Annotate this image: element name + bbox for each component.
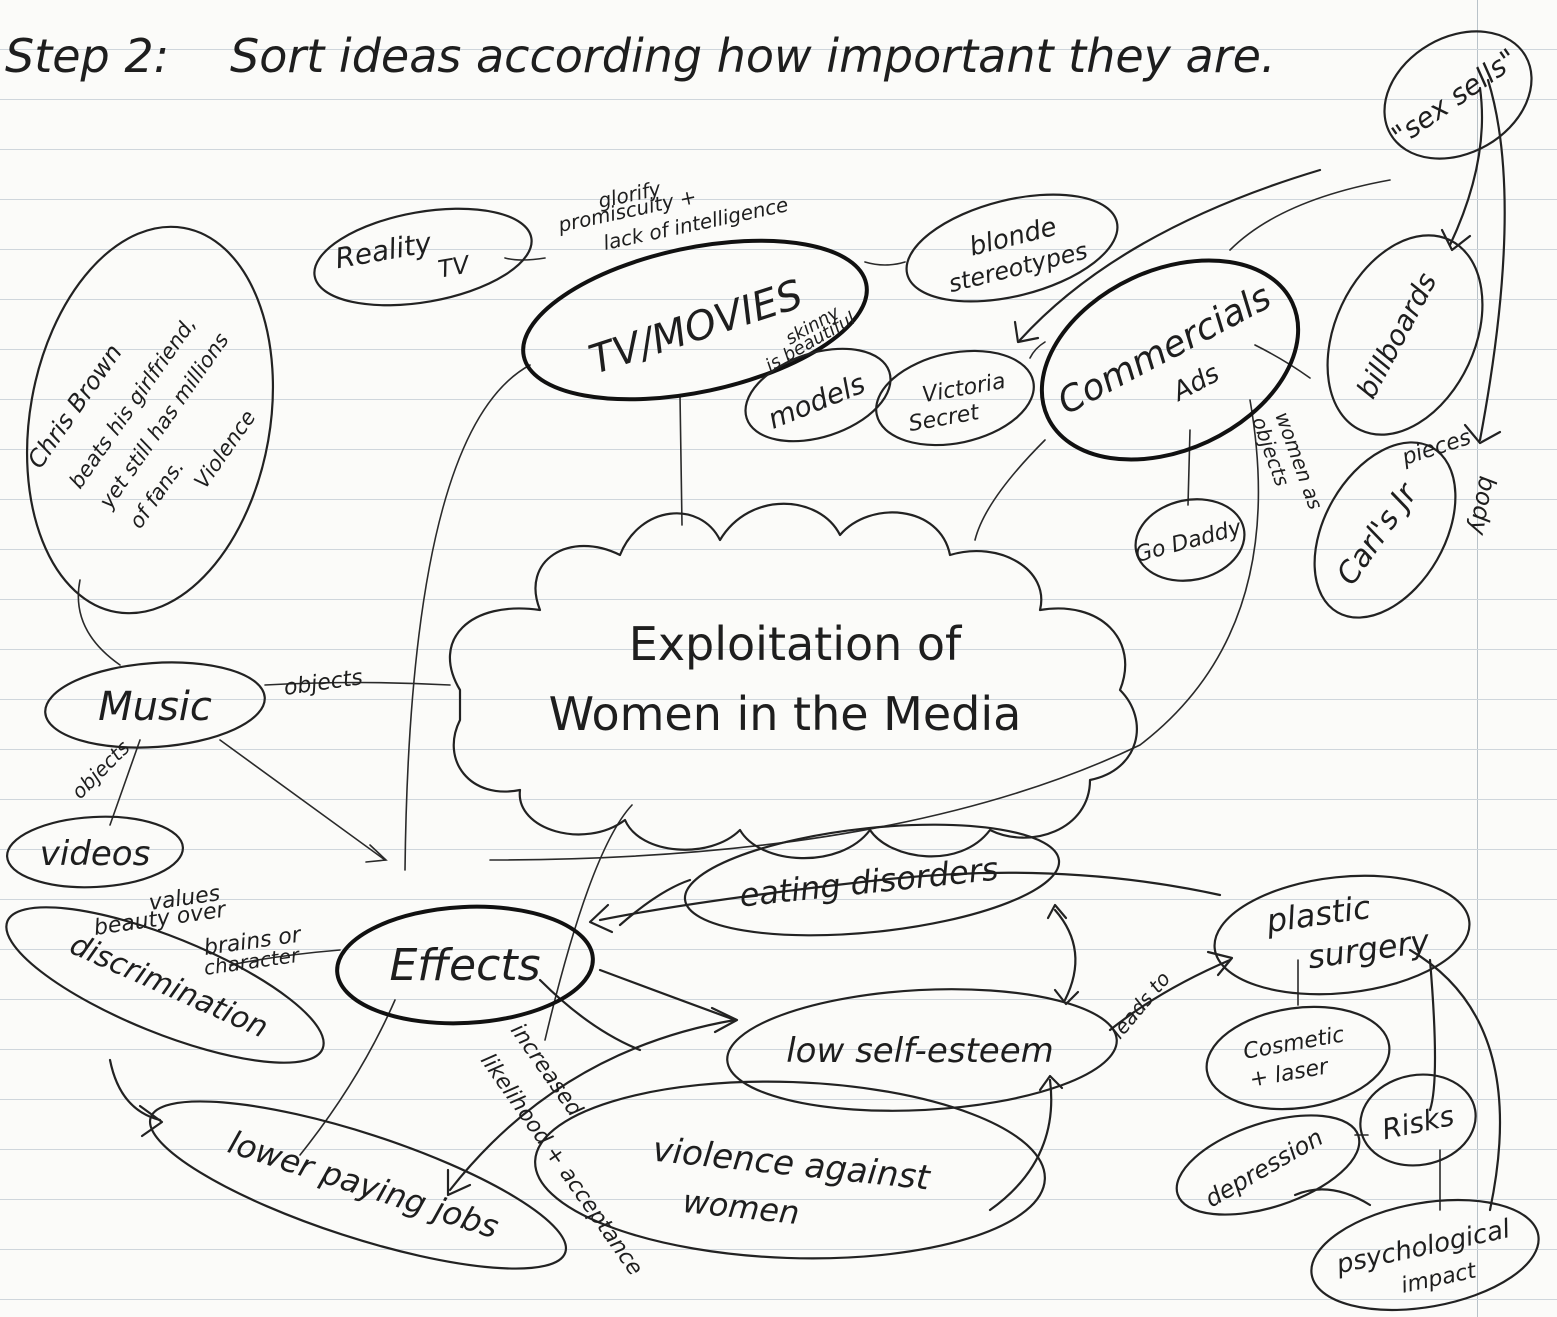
arrow-head-violence	[1038, 1074, 1064, 1092]
eating-disorders-label: eating disorders	[738, 850, 1000, 915]
effects-oval	[335, 904, 595, 1026]
line-surgery-risks	[1428, 958, 1437, 1112]
heading-instruction: Sort ideas according how important they …	[230, 29, 1276, 83]
billboards-oval	[1326, 234, 1484, 436]
line-chris-music	[77, 579, 121, 666]
line-music-effects	[219, 739, 386, 861]
tv-movies-oval	[521, 238, 869, 402]
arrow-psych-depression	[1293, 1188, 1372, 1207]
violence-against-line2: women	[681, 1182, 801, 1232]
arrow-head-eating-up	[1046, 903, 1068, 920]
connector-lines	[77, 78, 1506, 1212]
chris-brown-oval	[25, 225, 275, 615]
line-ads-center	[974, 439, 1046, 541]
arrow-sexsells-victoria	[1018, 168, 1322, 342]
carls-jr-oval	[1313, 441, 1457, 619]
arrow-head-billboards	[1440, 228, 1472, 252]
victoria-line2: Secret	[907, 400, 982, 437]
arrow-violence-selfesteem	[988, 1078, 1053, 1212]
arrow-selfesteem-surgery	[1108, 958, 1232, 1032]
blonde-oval	[905, 193, 1119, 303]
arrow-head-eating-down	[1053, 988, 1080, 1006]
pieces-label: pieces	[1398, 425, 1474, 471]
line-ads-billboards	[1254, 344, 1311, 379]
risks-oval	[1359, 1073, 1477, 1167]
arrow-head-victoria	[1013, 320, 1040, 344]
commercials-line1: Commercials	[1051, 277, 1278, 423]
objects-music-label: objects	[282, 665, 364, 701]
go-daddy-label: Go Daddy	[1132, 515, 1245, 568]
cosmetic-line1: Cosmetic	[1241, 1022, 1346, 1064]
reality-tv-line1: Reality	[333, 226, 435, 275]
chris-line1: Chris Brown	[22, 339, 128, 473]
line-surgery-psych	[1408, 948, 1501, 1212]
arrow-eating-selfesteem	[1053, 908, 1077, 1002]
line-tv-blonde	[864, 261, 906, 266]
commercials-oval	[1039, 258, 1301, 462]
line-music-center	[264, 681, 451, 686]
line-effects-eating	[618, 878, 692, 927]
carls-jr-label: Carl's Jr	[1330, 476, 1425, 591]
line-tv-effects	[404, 364, 531, 871]
discrimination-oval	[5, 906, 325, 1064]
line-ads-godaddy	[1187, 429, 1191, 506]
arrow-selfesteem-jobs	[448, 1018, 737, 1192]
line-effects-jobs	[299, 999, 396, 1156]
sex-sells-oval	[1383, 30, 1533, 160]
eating-disorders-oval	[683, 823, 1061, 937]
line-values-effects	[229, 949, 341, 966]
go-daddy-oval	[1134, 498, 1246, 582]
psychological-oval	[1310, 1198, 1540, 1312]
node-outlines	[5, 30, 1540, 1312]
line-tv-center	[679, 394, 683, 526]
plastic-surgery-oval	[1213, 874, 1471, 996]
videos-label: videos	[40, 834, 151, 874]
low-self-esteem-oval	[726, 988, 1118, 1112]
line-ads-effects	[489, 399, 1260, 861]
music-label: Music	[98, 684, 212, 730]
arrow-head-selfesteem	[710, 1006, 739, 1034]
videos-oval	[6, 815, 184, 889]
body-label: body	[1464, 474, 1502, 538]
line-music-videos	[109, 739, 141, 826]
risks-label: Risks	[1379, 1099, 1457, 1146]
arrow-head-discrimination	[138, 1104, 164, 1138]
line-sexsells-ads	[1229, 179, 1391, 251]
arrow-head-music-effects	[365, 844, 388, 863]
line-effects-violence	[538, 978, 642, 1052]
arrow-surgery-effects	[598, 871, 1222, 922]
billboards-label: billboards	[1350, 267, 1443, 403]
arrow-discrimination-jobs	[108, 1058, 162, 1122]
line-ads-victoria	[1029, 341, 1046, 359]
violence-against-oval	[534, 1080, 1046, 1260]
arrow-effects-selfesteem	[598, 968, 737, 1022]
depression-oval	[1175, 1114, 1361, 1216]
sex-sells-label: "sex sells"	[1386, 42, 1524, 152]
cosmetic-oval	[1205, 1005, 1391, 1111]
reality-tv-line2: TV	[436, 250, 473, 283]
chris-line5: Violence	[189, 406, 260, 493]
central-topic-line1: Exploitation of	[629, 617, 963, 671]
models-oval	[744, 347, 892, 443]
depression-label: depression	[1200, 1123, 1328, 1213]
effects-label: Effects	[390, 940, 541, 991]
low-self-esteem-label: low self-esteem	[786, 1031, 1054, 1071]
arrow-sexsells-billboards	[1448, 86, 1484, 247]
central-topic-line2: Women in the Media	[549, 687, 1022, 741]
arrow-head-jobs	[446, 1168, 472, 1197]
central-cloud	[448, 502, 1138, 860]
arrow-head-carls	[1463, 423, 1502, 445]
reality-tv-oval	[313, 207, 533, 307]
lower-paying-label: lower paying jobs	[224, 1123, 504, 1246]
leads-to-label: leads to	[1105, 967, 1175, 1043]
heading-step: Step 2:	[5, 29, 169, 83]
arrow-sexsells-carls	[1478, 78, 1506, 442]
victoria-oval	[875, 349, 1035, 447]
lower-paying-oval	[148, 1100, 568, 1270]
arrow-head-surgery-effects	[588, 903, 614, 934]
music-oval	[44, 661, 266, 749]
